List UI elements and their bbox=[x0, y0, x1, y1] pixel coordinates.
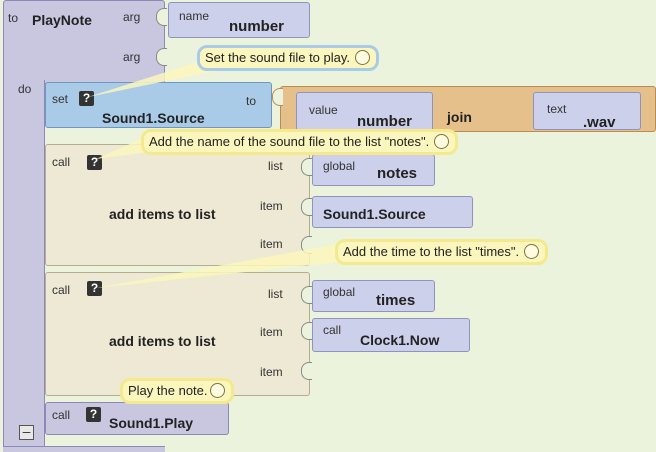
play-comment-bubble[interactable]: Play the note. bbox=[120, 378, 234, 404]
times-list-socket bbox=[301, 286, 312, 304]
clock-now-value[interactable]: Clock1.Now bbox=[360, 332, 440, 348]
global-notes-label: global bbox=[323, 159, 356, 173]
procedure-block[interactable] bbox=[3, 0, 165, 84]
play-title[interactable]: Sound1.Play bbox=[109, 415, 194, 431]
play-call-label: call bbox=[52, 408, 71, 422]
arg-socket-1 bbox=[156, 8, 167, 26]
procedure-do-label: do bbox=[18, 82, 32, 96]
add-times-list-label: list bbox=[268, 287, 283, 301]
notes-comment-text: Add the name of the sound file to the li… bbox=[149, 134, 430, 149]
text-label: text bbox=[547, 102, 567, 116]
times-comment-connector bbox=[96, 244, 340, 288]
times-item-socket-2 bbox=[301, 362, 312, 380]
add-notes-item-label-2: item bbox=[260, 237, 283, 251]
procedure-name[interactable]: PlayNote bbox=[32, 12, 92, 28]
add-items-notes-block[interactable]: call ? add items to list list item item bbox=[45, 144, 310, 266]
value-label: value bbox=[309, 103, 338, 117]
set-to-socket bbox=[272, 88, 283, 106]
set-comment-connector bbox=[88, 58, 220, 97]
procedure-arg-label-1: arg bbox=[123, 10, 141, 24]
set-comment-bubble[interactable]: Set the sound file to play. bbox=[197, 45, 380, 71]
times-comment-close-icon[interactable] bbox=[524, 244, 540, 259]
arg-name-value[interactable]: number bbox=[229, 18, 285, 35]
set-comment-close-icon[interactable] bbox=[355, 50, 371, 65]
set-comment-icon[interactable]: ? bbox=[79, 91, 94, 106]
clock-now-call-label: call bbox=[323, 323, 342, 337]
add-items-times-block[interactable]: call ? add items to list list item item bbox=[45, 272, 310, 396]
add-times-call-label: call bbox=[52, 283, 71, 297]
global-times-block[interactable]: global times bbox=[312, 280, 435, 312]
add-times-comment-icon[interactable]: ? bbox=[87, 281, 102, 296]
times-comment-text: Add the time to the list "times". bbox=[343, 244, 520, 259]
times-item-socket-1 bbox=[301, 322, 312, 340]
set-comment-text: Set the sound file to play. bbox=[205, 50, 351, 65]
play-comment-close-icon[interactable] bbox=[209, 383, 225, 398]
add-times-item-label-2: item bbox=[260, 365, 283, 379]
set-to-label: to bbox=[246, 94, 257, 108]
notes-comment-close-icon[interactable] bbox=[434, 134, 450, 149]
procedure-to-label: to bbox=[8, 11, 19, 25]
global-notes-block[interactable]: global notes bbox=[312, 154, 435, 186]
notes-comment-connector bbox=[96, 136, 150, 159]
global-notes-name[interactable]: notes bbox=[377, 165, 418, 182]
add-times-title: add items to list bbox=[109, 333, 216, 349]
notes-comment-bubble[interactable]: Add the name of the sound file to the li… bbox=[141, 129, 459, 155]
add-notes-title: add items to list bbox=[109, 206, 216, 222]
collapse-icon[interactable]: – bbox=[19, 424, 34, 440]
add-notes-call-label: call bbox=[52, 155, 71, 169]
sound-source-getter-block[interactable]: Sound1.Source bbox=[312, 196, 473, 228]
sound-source-getter-value[interactable]: Sound1.Source bbox=[323, 206, 426, 222]
procedure-do-rail bbox=[3, 80, 45, 452]
notes-item-socket-1 bbox=[301, 198, 312, 216]
value-name[interactable]: number bbox=[357, 113, 413, 130]
set-target[interactable]: Sound1.Source bbox=[102, 110, 205, 126]
global-times-name[interactable]: times bbox=[376, 292, 416, 309]
set-label: set bbox=[52, 92, 69, 106]
play-comment-icon[interactable]: ? bbox=[86, 407, 101, 422]
global-times-label: global bbox=[323, 285, 356, 299]
sound-play-block[interactable]: call ? Sound1.Play bbox=[45, 402, 229, 435]
arg-name-block[interactable]: name number bbox=[168, 2, 310, 38]
add-notes-comment-icon[interactable]: ? bbox=[87, 155, 102, 170]
text-value[interactable]: .wav bbox=[583, 114, 616, 131]
arg-socket-2 bbox=[156, 48, 167, 66]
play-comment-text: Play the note. bbox=[128, 383, 208, 398]
procedure-arg-label-2: arg bbox=[123, 50, 141, 64]
add-notes-item-label-1: item bbox=[260, 199, 283, 213]
clock-now-block[interactable]: call Clock1.Now bbox=[312, 318, 470, 352]
procedure-bottom-bar bbox=[3, 446, 165, 452]
text-wav-block[interactable]: text .wav bbox=[533, 92, 641, 131]
add-times-item-label-1: item bbox=[260, 325, 283, 339]
add-notes-list-label: list bbox=[268, 159, 283, 173]
notes-list-socket bbox=[301, 158, 312, 176]
times-comment-bubble[interactable]: Add the time to the list "times". bbox=[335, 239, 549, 265]
arg-name-label: name bbox=[179, 9, 210, 23]
join-label: join bbox=[447, 109, 472, 125]
